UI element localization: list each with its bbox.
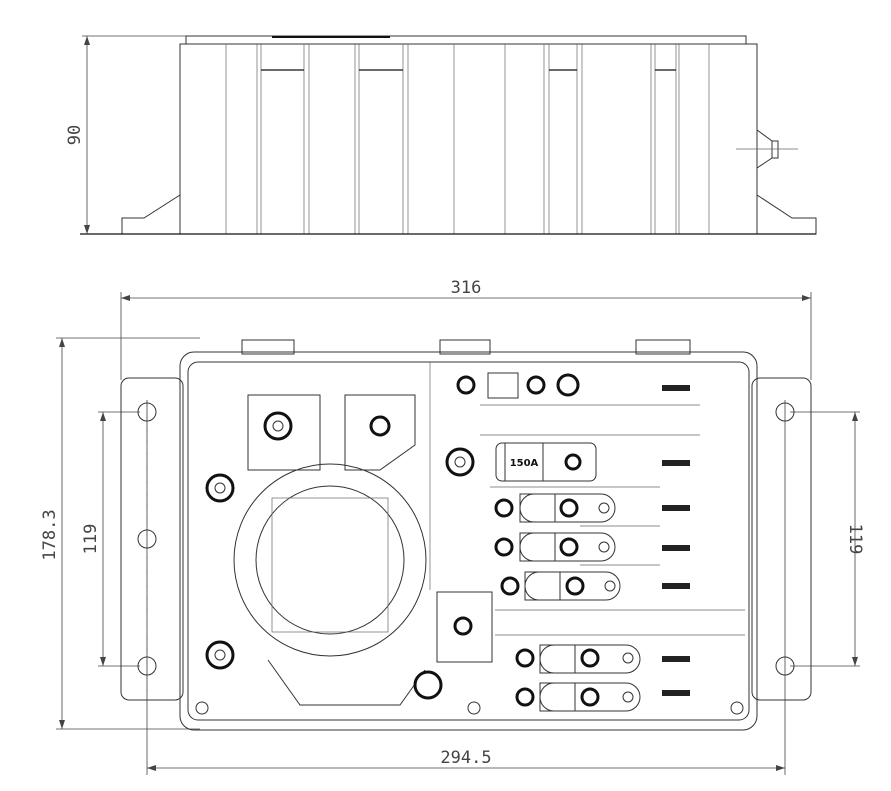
busbar-left-top [247,394,321,471]
dim-mount-left: 119 [81,411,140,667]
right-foot [756,194,817,235]
fuse-row-3 [494,493,616,523]
dim-hole-span: 294.5 [146,400,786,775]
main-terminals [205,411,475,700]
relay-bracket [267,659,426,706]
relay-frame [271,497,389,633]
relay-outer [233,463,427,657]
shunt-bolt [453,616,473,636]
dim-length: 316 [120,278,812,380]
plan-view: 316 178.3 119 119 294.5 [40,278,865,775]
height-dim-label: 90 [65,125,85,145]
dim-height: 90 [65,35,186,234]
fuse-row-150a: 150A [495,442,597,482]
vent-plug [736,129,798,169]
housing-outer [179,351,758,731]
fuse-row-4 [494,532,616,562]
side-view: 90 [65,35,817,235]
fuse-row-6 [515,644,641,674]
circuit-label-marks [662,385,690,696]
hole-span-dim-label: 294.5 [440,748,491,768]
right-flange [751,377,812,701]
left-foot [121,194,181,235]
fuse-row-5 [500,571,621,601]
corner-holes [195,701,744,715]
width-dim-label: 178.3 [40,509,60,560]
housing-inner [187,361,750,721]
busbar-right-top [344,394,416,471]
fuse-row-1 [456,372,580,399]
shunt-block [436,591,493,663]
top-lugs [241,339,691,355]
length-dim-label: 316 [451,278,482,298]
side-body [179,43,758,235]
fuse-row-7 [515,682,641,712]
compartment-dividers [480,404,745,636]
side-lid [185,35,747,45]
mount-left-dim-label: 119 [81,524,101,555]
mount-right-dim-label: 119 [845,524,865,555]
main-fuse-label: 150A [510,458,539,469]
dim-mount-right: 119 [790,411,865,667]
left-flange [120,377,184,701]
side-ribs [225,44,710,234]
relay-inner [255,485,405,635]
dim-width: 178.3 [40,337,200,730]
